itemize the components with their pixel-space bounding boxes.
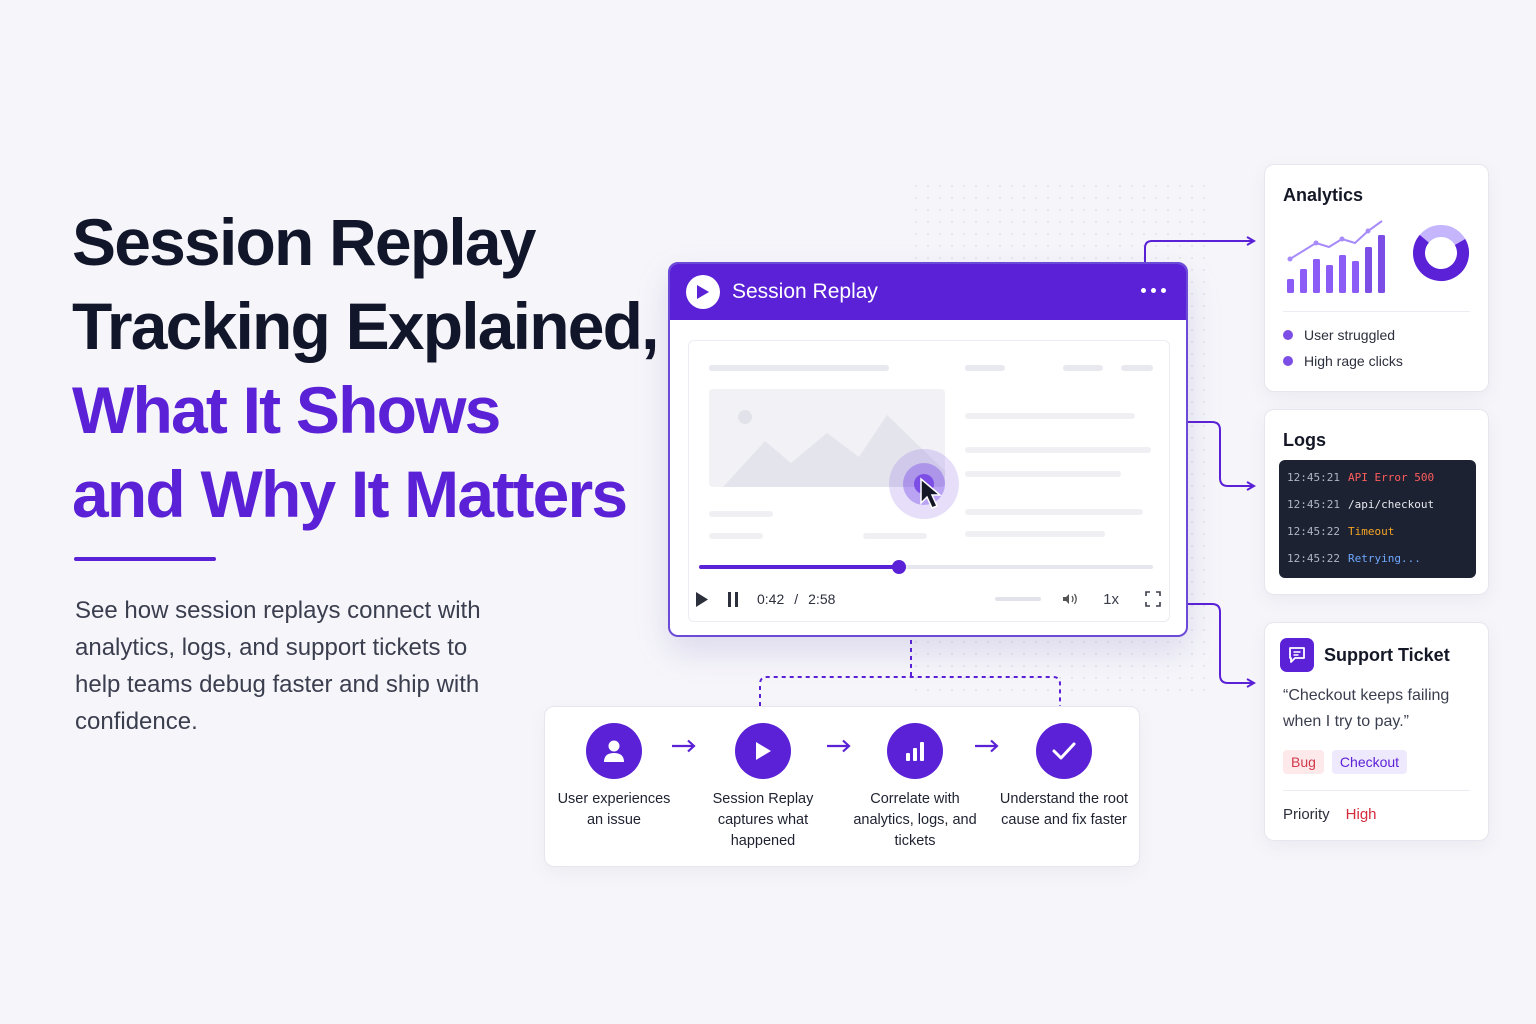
placeholder-line: [1121, 365, 1153, 371]
step-label: Session Replay captures what happened: [712, 791, 814, 849]
analytics-divider: [1283, 311, 1470, 312]
log-message: API Error 500: [1347, 471, 1435, 484]
step-label: Correlate with analytics, logs, and tick…: [853, 791, 977, 849]
placeholder-line: [965, 531, 1105, 537]
log-time: 12:45:21: [1287, 498, 1340, 511]
headline: Session Replay Tracking Explained, What …: [72, 200, 672, 536]
log-message: /api/checkout: [1347, 498, 1435, 511]
logs-card: Logs 12:45:21 API Error 500 12:45:21/api/…: [1264, 409, 1489, 595]
tag-checkout[interactable]: Checkout: [1331, 750, 1408, 774]
ticket-tags: Bug Checkout: [1283, 750, 1408, 774]
log-message: Timeout: [1347, 525, 1395, 538]
time-separator: /: [794, 591, 799, 607]
cursor-icon: [920, 477, 943, 509]
log-time: 12:45:21: [1287, 471, 1340, 484]
step-label: User experiences an issue: [557, 791, 671, 828]
placeholder-line: [863, 533, 927, 539]
duration: 2:58: [808, 591, 836, 607]
progress-knob[interactable]: [891, 560, 906, 574]
flow-step: User experiences an issue: [549, 723, 679, 831]
current-time: 0:42: [757, 591, 785, 607]
fullscreen-icon[interactable]: [1145, 591, 1161, 607]
headline-line-3: What It Shows: [72, 373, 501, 447]
arrow-right-icon: [672, 739, 696, 753]
logs-title: Logs: [1283, 430, 1326, 450]
priority-value: High: [1345, 806, 1377, 823]
headline-line-4: and Why It Matters: [72, 457, 628, 531]
headline-line-1: Session Replay: [72, 205, 536, 279]
flow-step: Correlate with analytics, logs, and tick…: [850, 723, 980, 852]
legend-label: User struggled: [1304, 327, 1396, 343]
legend-dot: [1283, 356, 1293, 366]
placeholder-line: [965, 471, 1121, 477]
legend-item: User struggled: [1283, 327, 1395, 343]
playback-speed[interactable]: 1x: [1103, 590, 1119, 608]
replay-viewport: 0:42 / 2:58 1x: [688, 340, 1170, 622]
donut-chart-icon: [1413, 224, 1469, 281]
check-icon: [1036, 723, 1092, 779]
placeholder-line: [709, 511, 773, 517]
priority-row: Priority High: [1283, 806, 1377, 823]
play-icon: [735, 723, 791, 779]
placeholder-line: [1063, 365, 1103, 371]
progress-bar[interactable]: [699, 560, 1153, 574]
log-terminal: 12:45:21 API Error 500 12:45:21/api/check…: [1279, 460, 1476, 578]
play-icon[interactable]: [695, 591, 709, 608]
legend-dot: [1283, 330, 1293, 340]
legend-label: High rage clicks: [1304, 353, 1403, 369]
progress-fill: [699, 565, 899, 569]
volume-icon[interactable]: [1061, 592, 1079, 606]
arrow-right-icon: [975, 739, 999, 753]
image-placeholder-icon: [709, 389, 945, 487]
placeholder-line: [965, 365, 1005, 371]
log-entry: 12:45:21 API Error 500: [1287, 470, 1468, 497]
headline-line-2: Tracking Explained,: [72, 289, 659, 363]
log-message: Retrying...: [1347, 552, 1421, 565]
priority-label: Priority: [1283, 806, 1330, 823]
more-options-icon[interactable]: [1141, 288, 1166, 293]
tag-bug[interactable]: Bug: [1283, 750, 1324, 774]
player-controls: 0:42 / 2:58 1x: [695, 585, 1165, 613]
log-entry: 12:45:22 Timeout: [1287, 524, 1468, 551]
player-title: Session Replay: [732, 280, 878, 303]
play-logo-icon: [686, 275, 720, 309]
arrow-right-icon: [827, 739, 851, 753]
analytics-title: Analytics: [1283, 185, 1364, 205]
player-header: Session Replay: [670, 264, 1186, 320]
log-time: 12:45:22: [1287, 552, 1340, 565]
bar-chart-icon: [887, 723, 943, 779]
placeholder-line: [709, 533, 763, 539]
chat-icon: [1280, 638, 1314, 672]
support-ticket-card: Support Ticket “Checkout keeps failing w…: [1264, 622, 1489, 841]
support-divider: [1283, 790, 1470, 791]
support-title: Support Ticket: [1324, 645, 1450, 665]
click-ripple: [889, 449, 959, 519]
placeholder-line: [965, 509, 1143, 515]
pause-icon[interactable]: [727, 591, 739, 608]
log-time: 12:45:22: [1287, 525, 1340, 538]
step-label: Understand the root cause and fix faster: [999, 791, 1129, 828]
subtext: See how session replays connect with ana…: [75, 597, 481, 735]
placeholder-line: [709, 365, 889, 371]
log-entry: 12:45:21/api/checkout: [1287, 497, 1468, 524]
placeholder-line: [965, 447, 1151, 453]
user-icon: [586, 723, 642, 779]
legend-item: High rage clicks: [1283, 353, 1403, 369]
flow-step: Session Replay captures what happened: [698, 723, 828, 852]
placeholder-line: [965, 413, 1135, 419]
volume-track[interactable]: [995, 597, 1042, 601]
ticket-quote: “Checkout keeps failing when I try to pa…: [1283, 687, 1450, 730]
workflow-panel: User experiences an issue Session Replay…: [544, 706, 1140, 867]
session-replay-player: Session Replay: [668, 262, 1188, 637]
log-entry: 12:45:22 Retrying...: [1287, 551, 1468, 578]
bar-chart-icon: [1287, 220, 1385, 293]
flow-step: Understand the root cause and fix faster: [999, 723, 1129, 831]
accent-divider: [74, 557, 216, 561]
analytics-card: Analytics User struggled High rage click…: [1264, 164, 1489, 392]
